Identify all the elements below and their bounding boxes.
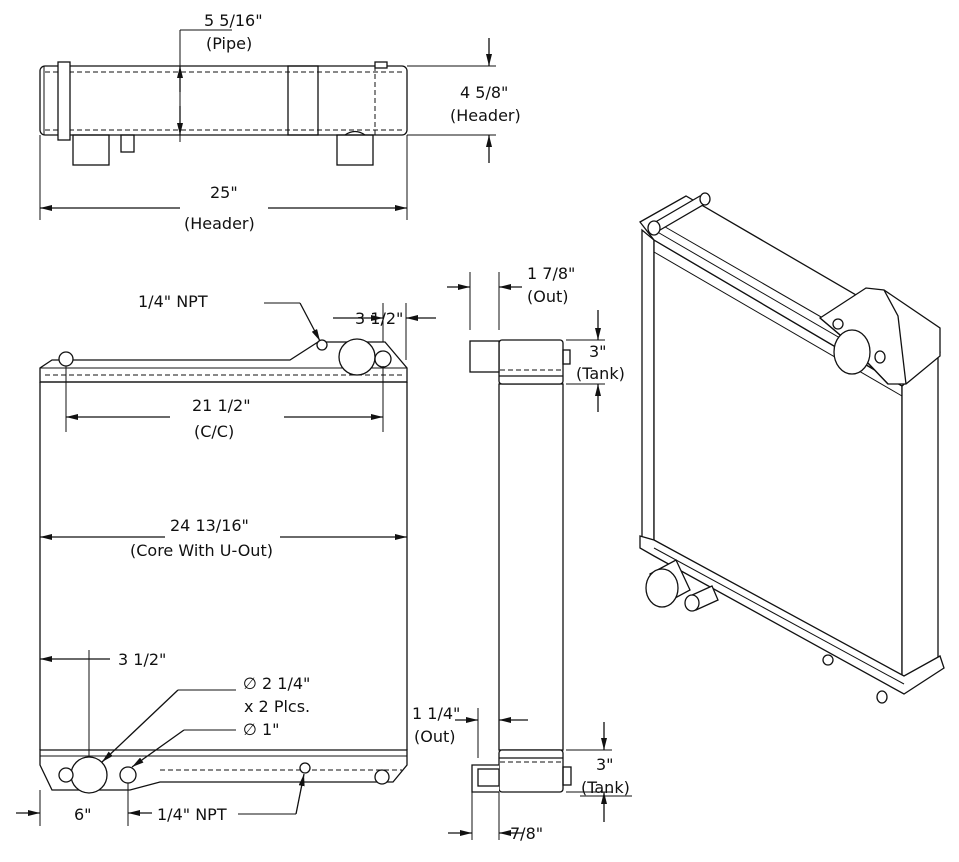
out-top-note: (Out) <box>527 287 569 306</box>
small-diameter-dim: 1" <box>262 720 280 739</box>
side-view: 1 7/8" (Out) 3" (Tank) 1 1/4" (Out) 3" (… <box>412 264 632 843</box>
pipe-count: x 2 Plcs. <box>244 697 310 716</box>
tank-bottom-dim: 3" <box>596 755 614 774</box>
iso-outlet-pipe <box>645 568 679 608</box>
outlet-stub <box>72 134 110 166</box>
header-outline <box>39 65 408 136</box>
out-top-dim: 1 7/8" <box>527 264 575 283</box>
npt-top-label: 1/4" NPT <box>138 292 208 311</box>
out-bottom-note: (Out) <box>414 727 456 746</box>
outlet-pipe <box>70 756 108 794</box>
tank-top-note: (Tank) <box>576 364 625 383</box>
inlet-stub <box>336 134 374 166</box>
npt-top-port <box>316 339 328 351</box>
header-width-note: (Header) <box>184 214 255 233</box>
front-view: 1/4" NPT 3 1/2" 21 1/2" (C/C) 24 13/16" … <box>16 292 436 826</box>
pipe-diameter-dim: 2 1/4" <box>262 674 310 693</box>
cc-note: (C/C) <box>194 422 234 441</box>
side-core <box>498 383 564 751</box>
filler-neck <box>287 65 319 136</box>
core-note: (Core With U-Out) <box>130 541 273 560</box>
side-top-outlet <box>469 340 500 373</box>
diameter-symbol-small: ∅ <box>243 720 257 739</box>
header-height-note: (Header) <box>450 106 521 125</box>
outlet-offset-dim: 3 1/2" <box>118 650 166 669</box>
iso-inlet-pipe <box>833 329 871 375</box>
bottom-offset-dim: 6" <box>74 805 92 824</box>
npt-bottom-port <box>299 762 311 774</box>
side-bottom-tank <box>498 749 564 793</box>
left-bracket <box>57 61 71 141</box>
cc-dim: 21 1/2" <box>192 396 251 415</box>
inlet-pipe <box>338 338 376 376</box>
tank-top-dim: 3" <box>589 342 607 361</box>
inlet-offset-dim: 3 1/2" <box>355 309 403 328</box>
isometric-view <box>639 192 945 704</box>
header-width-dim: 25" <box>210 183 238 202</box>
header-height-dim: 4 5/8" <box>460 83 508 102</box>
core-dim: 24 13/16" <box>170 516 249 535</box>
npt-bottom-label: 1/4" NPT <box>157 805 227 824</box>
diameter-symbol-large: ∅ <box>243 674 257 693</box>
top-view: 5 5/16" (Pipe) 4 5/8" (Header) 25" (Head… <box>39 11 521 233</box>
tank-bottom-note: (Tank) <box>581 778 630 797</box>
iso-bottom-tank <box>639 535 945 695</box>
side-top-tank <box>498 339 564 385</box>
pipe-dim: 5 5/16" <box>204 11 263 30</box>
bottom-dim: 7/8" <box>510 824 543 843</box>
out-bottom-dim: 1 1/4" <box>412 704 460 723</box>
pipe-note: (Pipe) <box>206 34 252 53</box>
